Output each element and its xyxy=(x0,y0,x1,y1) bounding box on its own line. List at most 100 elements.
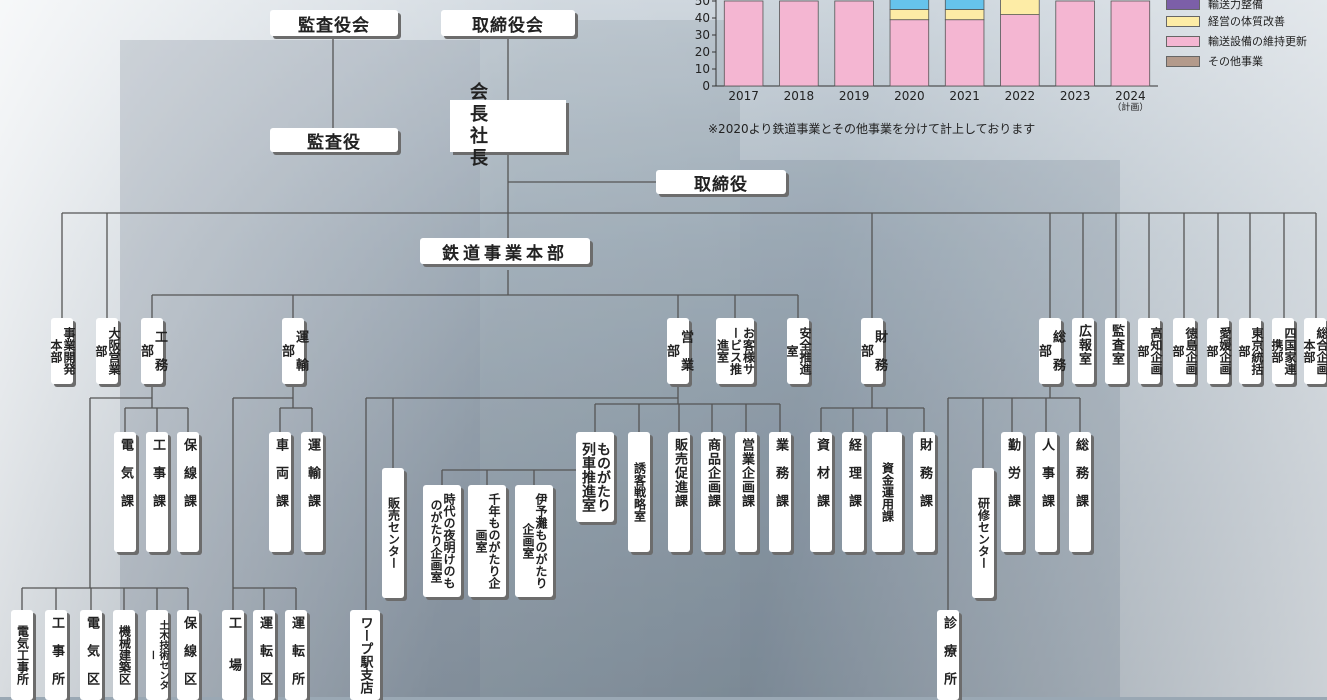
bar-segment xyxy=(1000,0,1040,16)
bar-segment xyxy=(889,9,930,21)
y-tick-label: 0 xyxy=(702,79,710,93)
ehime-planning-box: 愛媛企画部 xyxy=(1205,318,1232,384)
iyonada-monogatari-office-box: 伊予灘ものがたり企画室 xyxy=(515,485,553,597)
chairman-label: 会 長 xyxy=(470,82,546,125)
monogatari-train-office-box: ものがたり列車推進室 xyxy=(576,432,614,522)
auditor-box: 監査役 xyxy=(270,128,398,153)
electric-section-box: 電 気 課 xyxy=(114,432,136,552)
bar-segment xyxy=(944,19,985,87)
machinery-building-district-box: 機械建築区 xyxy=(113,610,135,700)
jidai-monogatari-office-box: 時代の夜明けのものがたり企画室 xyxy=(423,485,461,597)
x-tick-label: 2020 xyxy=(894,89,925,103)
x-tick-label: 2018 xyxy=(784,89,815,103)
legend-item-improvement: 経営の体質改善 xyxy=(1166,13,1285,29)
track-section-box: 保 線 課 xyxy=(177,432,199,552)
directors-box: 取締役 xyxy=(656,170,786,195)
president-label: 社 長 xyxy=(470,126,546,169)
bar-segment xyxy=(1000,14,1040,87)
bar-segment xyxy=(944,0,985,10)
finance-section-box: 財 務 課 xyxy=(913,432,935,552)
legend-label-capacity: 輸送力整備 xyxy=(1208,0,1263,11)
factory-box: 工 場 xyxy=(222,610,244,700)
x-tick-label: 2019 xyxy=(839,89,870,103)
y-tick-label: 40 xyxy=(695,11,710,25)
electrical-district-box: 電 気 区 xyxy=(80,610,102,700)
training-center-box: 研修センター xyxy=(972,468,994,598)
customer-service-office-box: お客様サービス推進室 xyxy=(716,318,756,384)
chairman-president-box: 会 長 社 長 xyxy=(450,82,566,169)
tourism-strategy-office-box: 誘客戦略室 xyxy=(628,432,650,552)
bar-segment xyxy=(723,0,764,87)
legend-swatch-other xyxy=(1166,55,1200,67)
funds-management-section-box: 資金運用課 xyxy=(872,432,902,552)
pr-office-box: 広報室 xyxy=(1072,318,1094,384)
sales-dept-box: 営 業 部 xyxy=(664,318,693,386)
tokyo-hq-box: 東京統括部 xyxy=(1237,318,1264,384)
civil-engineering-center-box: 土木技術センター xyxy=(146,610,168,700)
legend-swatch-improvement xyxy=(1166,15,1200,27)
bar-segment xyxy=(834,0,874,87)
bar-segment xyxy=(889,0,930,10)
track-district-box: 保 線 区 xyxy=(177,610,199,700)
construction-section-box: 工 事 課 xyxy=(146,432,168,552)
bar-segment xyxy=(889,19,930,87)
y-tick-label: 10 xyxy=(695,62,710,76)
bar-segment xyxy=(779,0,819,87)
works-office-box: 工 事 所 xyxy=(45,610,67,700)
warp-station-branch-box: ワープ駅支店 xyxy=(350,610,380,700)
operations-section-box: 業 務 課 xyxy=(769,432,791,552)
accounting-section-box: 経 理 課 xyxy=(842,432,864,552)
y-tick-label: 50 xyxy=(695,0,710,8)
legend-swatch-capacity xyxy=(1166,0,1200,10)
osaka-sales-box: 大阪営業部 xyxy=(94,318,121,384)
business-development-hq-box: 事業開発本部 xyxy=(49,318,76,384)
transport-section-box: 運 輸 課 xyxy=(301,432,323,552)
legend-item-capacity: 輸送力整備 xyxy=(1166,0,1263,12)
chart-footnote: ※2020より鉄道事業とその他事業を分けて計上しております xyxy=(708,122,1036,136)
audit-office-box: 監査室 xyxy=(1105,318,1127,384)
board-of-directors-box: 取締役会 xyxy=(441,10,575,36)
corporate-planning-hq-box: 総合企画本部 xyxy=(1302,318,1327,384)
sales-promotion-section-box: 販売促進課 xyxy=(668,432,690,552)
legend-label-maintenance: 輸送設備の維持更新 xyxy=(1208,35,1307,48)
bar-segment xyxy=(1110,0,1151,87)
sales-center-box: 販売センター xyxy=(382,468,404,598)
x-tick-label: 2024 xyxy=(1115,89,1146,103)
transport-dept-box: 運 輸 部 xyxy=(279,318,308,386)
railway-business-hq-box: 鉄道事業本部 xyxy=(420,238,590,264)
driving-office-box: 運 転 所 xyxy=(285,610,307,700)
labor-section-box: 勤 労 課 xyxy=(1001,432,1023,552)
legend-swatch-maintenance xyxy=(1166,35,1200,47)
bar-segment xyxy=(944,9,985,21)
legend-item-maintenance: 輸送設備の維持更新 xyxy=(1166,33,1307,49)
x-tick-label: 2022 xyxy=(1005,89,1036,103)
x-tick-label: 2021 xyxy=(949,89,980,103)
legend-label-other: その他事業 xyxy=(1208,55,1263,68)
x-tick-label: 2017 xyxy=(728,89,759,103)
legend-item-other: その他事業 xyxy=(1166,53,1263,69)
tokushima-planning-box: 徳島企画部 xyxy=(1171,318,1198,384)
building-right-wing xyxy=(740,160,1120,697)
general-affairs-dept-box: 総 務 部 xyxy=(1036,318,1065,386)
shikoku-partnership-box: 四国家連携部 xyxy=(1270,318,1297,384)
engineering-dept-box: 工 務 部 xyxy=(138,318,167,386)
x-tick-sublabel: （計画） xyxy=(1112,101,1148,113)
driving-district-box: 運 転 区 xyxy=(253,610,275,700)
product-planning-section-box: 商品企画課 xyxy=(701,432,723,552)
chart-bars xyxy=(723,0,1151,87)
safety-promotion-office-box: 安全推進室 xyxy=(785,318,812,384)
legend-label-improvement: 経営の体質改善 xyxy=(1208,15,1285,28)
electrical-works-office-box: 電気工事所 xyxy=(11,610,33,700)
chart-x-labels: 2017 2018 2019 2020 2021 2022 2023 2024（計画） xyxy=(728,89,1148,113)
y-tick-label: 20 xyxy=(695,45,710,59)
materials-section-box: 資 材 課 xyxy=(810,432,832,552)
audit-board-box: 監査役会 xyxy=(270,10,398,36)
clinic-box: 診 療 所 xyxy=(937,610,959,700)
bar-segment xyxy=(1055,0,1095,87)
sennen-monogatari-office-box: 千年ものがたり企画室 xyxy=(468,485,506,597)
sales-planning-section-box: 営業企画課 xyxy=(735,432,757,552)
kochi-planning-box: 高知企画部 xyxy=(1136,318,1163,384)
x-tick-label: 2023 xyxy=(1060,89,1091,103)
